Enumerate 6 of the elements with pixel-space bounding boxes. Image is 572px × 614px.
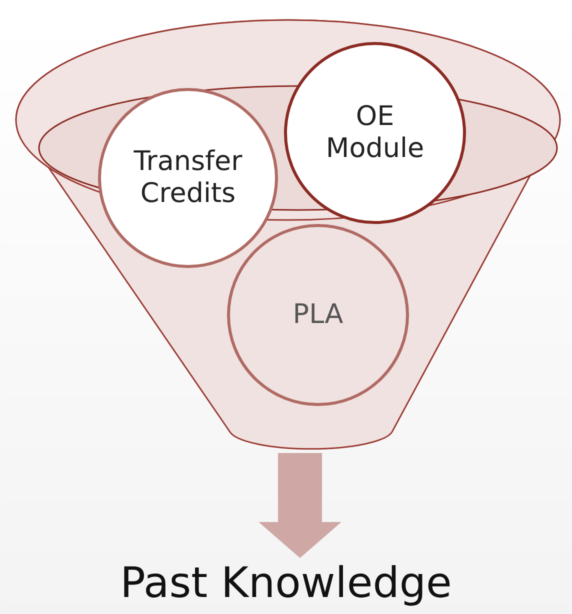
circle-label: OE Module <box>324 100 426 166</box>
arrow <box>258 453 342 558</box>
circle <box>227 224 409 406</box>
circle-label: Transfer Credits <box>132 146 244 210</box>
heading: Past Knowledge <box>120 558 452 608</box>
circle-label: PLA <box>292 298 344 332</box>
